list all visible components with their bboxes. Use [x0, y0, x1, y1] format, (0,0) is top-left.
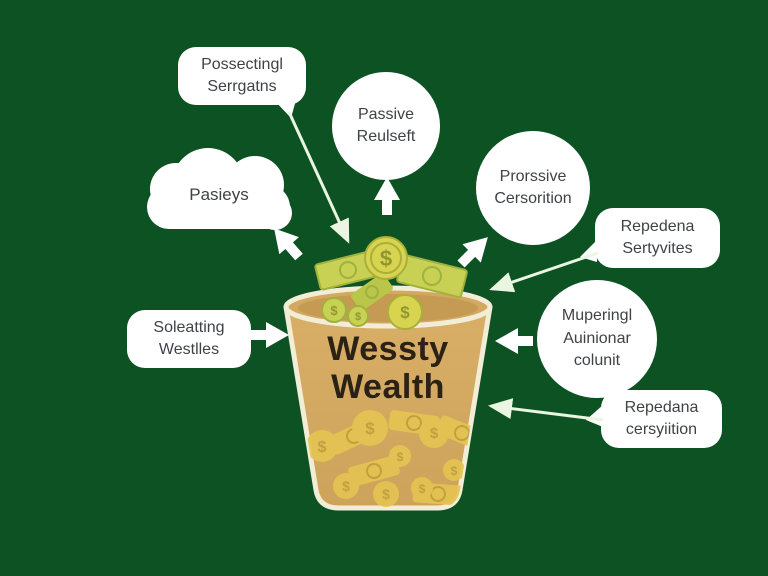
bubble-top-left: Possectingl Serrgatns: [178, 47, 306, 105]
svg-text:$: $: [355, 311, 361, 323]
dollar-coin-icon: $: [389, 445, 411, 467]
lower-right-circle-line1: Muperingl: [561, 307, 633, 325]
lower-right-circle-line2: Auinionar: [563, 329, 631, 347]
svg-text:$: $: [397, 450, 404, 464]
right-circle-line2: Cersorition: [494, 190, 572, 207]
cloud-bubble: Pasieys: [145, 146, 293, 230]
svg-text:$: $: [330, 303, 338, 318]
dollar-bill-icon: [348, 455, 400, 487]
arrow-left-icon: [495, 328, 533, 354]
bucket-title-line2: Wealth: [331, 368, 445, 407]
top-circle-line2: Reulseft: [356, 128, 416, 145]
bubble-top-left-line2: Serrgatns: [207, 78, 277, 95]
dollar-coin-icon: $: [364, 236, 408, 280]
wealth-bucket: $ $ $ $ $ $ $: [276, 228, 500, 520]
svg-text:$: $: [451, 464, 458, 478]
left-box-line2: Westlles: [158, 341, 220, 358]
bucket-graphic: $ $ $ $ $ $ $: [283, 236, 493, 511]
lower-right-circle-line3: colunit: [573, 352, 621, 370]
bubble-left-box: Soleatting Westlles: [127, 310, 251, 368]
line-arrow-bottomright-to-bucket: [488, 398, 604, 422]
bubble-right-circle: Prorssive Cersorition: [476, 131, 590, 245]
left-box-line1: Soleatting: [153, 318, 225, 336]
dollar-coin-icon: $: [306, 430, 338, 462]
svg-text:$: $: [380, 246, 392, 271]
bucket-title-line1: Wessty: [327, 330, 449, 368]
right-box-line2: Sertyvites: [622, 240, 693, 257]
arrow-up-icon: [374, 177, 400, 215]
dollar-coin-icon: $: [352, 410, 388, 446]
dollar-coin-icon: $: [347, 305, 369, 327]
cloud-label: Pasieys: [189, 185, 249, 204]
dollar-coin-icon: $: [419, 418, 449, 448]
svg-text:$: $: [419, 482, 426, 496]
svg-text:$: $: [342, 478, 350, 494]
right-box-line1: Repedena: [620, 217, 695, 235]
bubble-bottom-right-box: Repedana cersyiition: [601, 390, 722, 448]
right-circle-line1: Prorssive: [499, 167, 567, 185]
dollar-coin-icon: $: [373, 481, 399, 507]
bottom-right-box-line2: cersyiition: [625, 421, 698, 438]
svg-text:$: $: [430, 425, 439, 442]
top-circle-line1: Passive: [357, 105, 415, 123]
bottom-right-box-line1: Repedana: [624, 398, 699, 416]
dollar-coin-icon: $: [333, 473, 359, 499]
svg-text:$: $: [318, 439, 327, 456]
cloud-base: [147, 185, 290, 229]
dollar-coin-icon: $: [443, 459, 465, 481]
falling-money: $ $ $ $: [314, 236, 468, 330]
bubble-lower-right-circle: Muperingl Auinionar colunit: [537, 280, 657, 398]
gold-money-cluster: $ $ $ $ $ $ $: [306, 410, 488, 507]
dollar-coin-icon: $: [411, 477, 433, 499]
svg-text:$: $: [400, 303, 410, 322]
bubble-top-left-line1: Possectingl: [201, 55, 283, 73]
dollar-coin-icon: $: [321, 297, 347, 323]
svg-text:$: $: [382, 486, 390, 502]
dollar-coin-icon: $: [387, 294, 423, 330]
bucket-title: Wessty Wealth: [276, 330, 500, 406]
bubble-top-circle: Passive Reulseft: [332, 72, 440, 180]
bubble-right-box: Repedena Sertyvites: [595, 208, 720, 268]
svg-text:$: $: [365, 419, 375, 438]
dollar-bill-icon: [351, 273, 393, 311]
